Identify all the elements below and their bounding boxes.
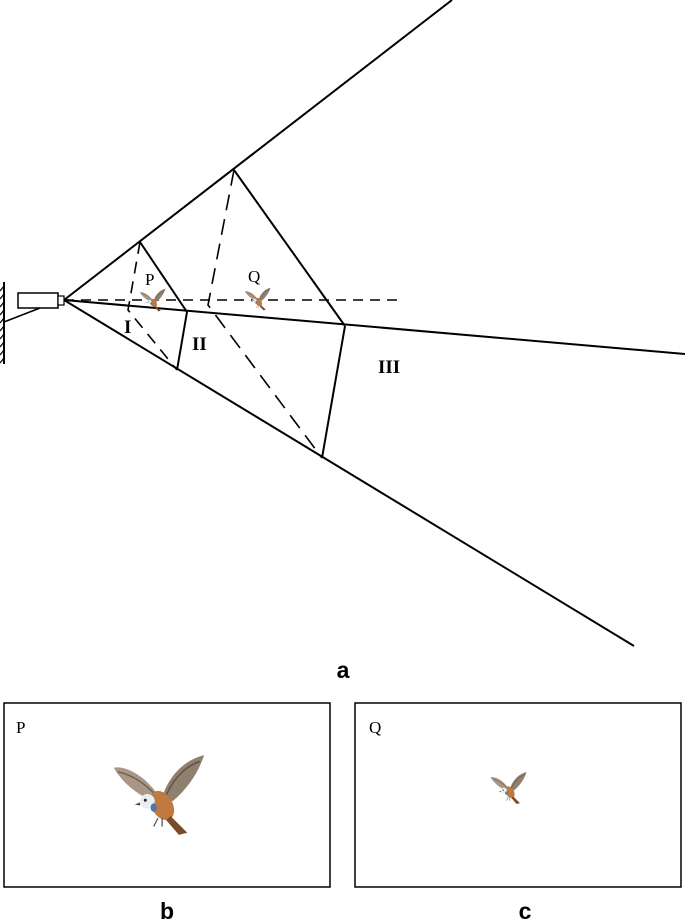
panel-c-frame (354, 702, 682, 888)
region-label-three: III (378, 357, 400, 378)
bird-icon (244, 287, 271, 311)
fov-middle-ray (63, 299, 685, 355)
region-boundary-2-lower (321, 325, 346, 459)
panel-b-label: P (16, 718, 25, 737)
region-boundary-1-upper (139, 241, 188, 313)
panel-caption-b: b (160, 898, 174, 923)
panel-c-label: Q (369, 718, 381, 737)
region-label-one: I (124, 317, 131, 338)
region-boundary-2-upper (233, 169, 346, 327)
camera-mount-arm (3, 307, 41, 323)
wall-hatch-icon (0, 282, 5, 364)
panel-caption-c: c (519, 898, 532, 923)
point-label-q: Q (248, 267, 260, 286)
fov-lower-ray (63, 299, 635, 647)
region-label-two: II (192, 334, 207, 355)
region-dashed-1 (127, 241, 178, 371)
region-dashed-2 (207, 169, 323, 459)
panel-caption-a: a (337, 657, 350, 683)
camera-icon (17, 292, 65, 309)
point-label-p: P (145, 270, 154, 289)
fov-upper-ray (63, 0, 453, 301)
region-boundary-1-lower (176, 311, 188, 371)
